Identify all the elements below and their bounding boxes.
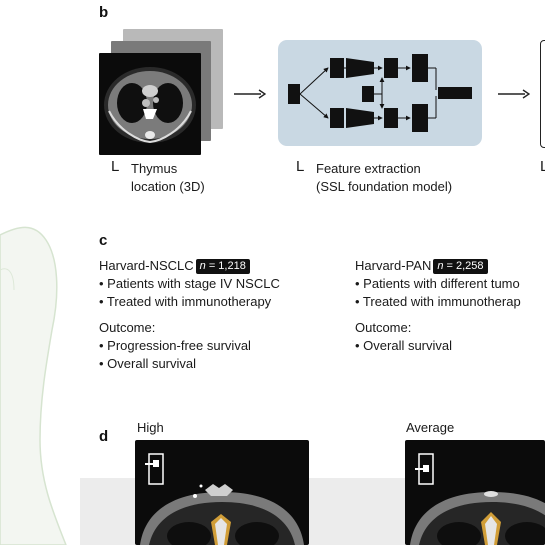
cohort-1-outcome-2: • Overall survival: [99, 356, 197, 371]
arrow-right-icon: [234, 89, 266, 99]
ct-high-scan: [140, 453, 304, 545]
panel-c-letter: c: [99, 232, 108, 249]
step-1-marker: L: [111, 158, 120, 175]
step-3-marker: L: [540, 158, 545, 175]
cohort-1-n-badge: n = 1,218: [195, 259, 250, 274]
cohort-2-n-label: n: [437, 260, 444, 272]
cohort-2-bullet-2: • Treated with immunotherap: [355, 294, 521, 309]
step-1-line2: location (3D): [131, 179, 205, 194]
step-1-line1: Thymus: [131, 161, 178, 176]
ct-slice-front: [99, 53, 201, 155]
cohort-2-name: Harvard-PAN: [355, 258, 432, 273]
ct-image-average: [405, 440, 545, 545]
cohort-2-outcome-title: Outcome:: [355, 320, 412, 335]
body-silhouette-illustration: [0, 226, 67, 545]
cohort-1-bullet-1: • Patients with stage IV NSCLC: [99, 276, 280, 291]
cohort-1-name: Harvard-NSCLC: [99, 258, 194, 273]
cohort-2-bullet-1: • Patients with different tumo: [355, 276, 520, 291]
arrow-right-icon-2: [498, 89, 530, 99]
next-step-box: [540, 40, 545, 148]
cohort-2-outcome-1: • Overall survival: [355, 338, 453, 353]
cohort-1-n-label: n: [199, 260, 206, 272]
cohort-2-n-value: = 2,258: [443, 260, 484, 272]
ct-slice-stack: [99, 29, 223, 155]
panel-d-label-average: Average: [406, 420, 455, 435]
network-architecture-diagram: [288, 54, 472, 132]
ct-average-scan: [410, 453, 545, 545]
step-2-line1: Feature extraction: [316, 161, 421, 176]
panel-d-label-high: High: [137, 420, 164, 435]
step-2-marker: L: [296, 158, 305, 175]
cohort-2-n-badge: n = 2,258: [433, 259, 488, 274]
cohort-1-n-value: = 1,218: [205, 260, 246, 272]
ct-image-high: [135, 440, 309, 545]
cohort-1-outcome-title: Outcome:: [99, 320, 156, 335]
cohort-1-outcome-1: • Progression-free survival: [99, 338, 251, 353]
cohort-1-bullet-2: • Treated with immunotherapy: [99, 294, 272, 309]
ct-thorax-image: [104, 67, 196, 144]
panel-d-letter: d: [99, 428, 109, 445]
panel-b-letter: b: [99, 4, 109, 21]
step-2-line2: (SSL foundation model): [316, 179, 453, 194]
